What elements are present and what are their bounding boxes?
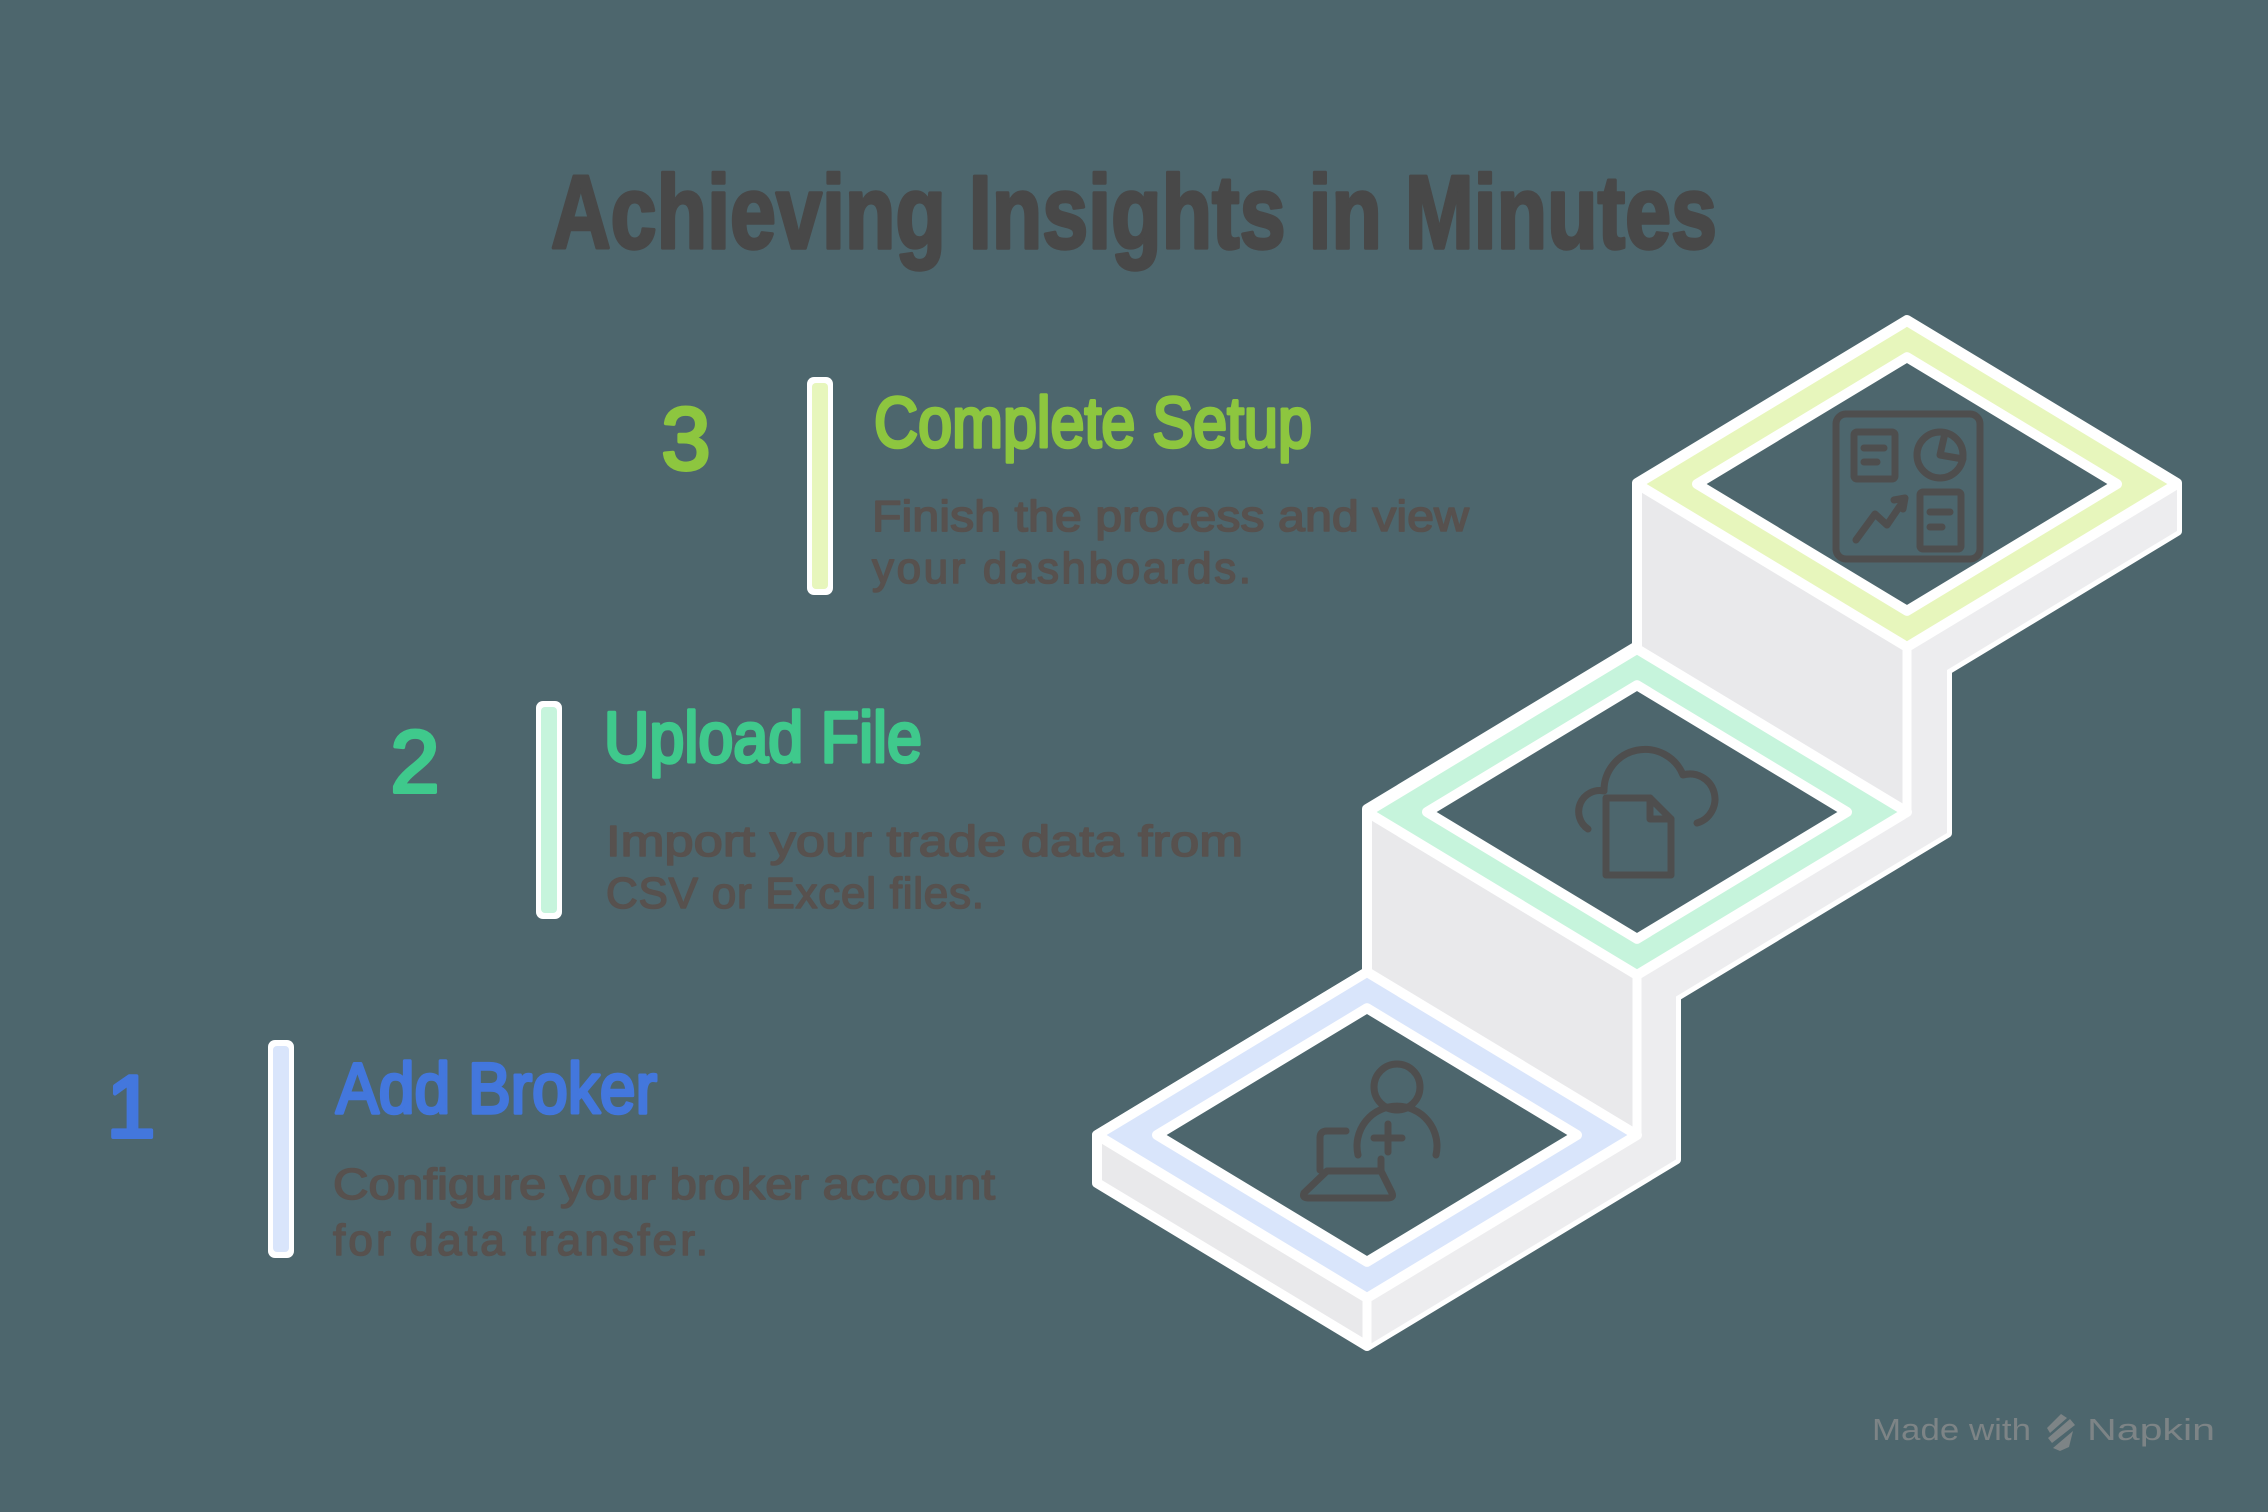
svg-text:Import your trade data from: Import your trade data from [606, 817, 1243, 866]
svg-text:Achieving Insights in Minutes: Achieving Insights in Minutes [551, 155, 1717, 271]
svg-text:Complete Setup: Complete Setup [874, 384, 1312, 463]
svg-text:Napkin: Napkin [2087, 1412, 2215, 1447]
svg-text:1: 1 [107, 1057, 156, 1156]
svg-text:your dashboards.: your dashboards. [872, 544, 1251, 593]
svg-text:3: 3 [662, 389, 711, 488]
svg-text:Add Broker: Add Broker [336, 1050, 657, 1129]
svg-text:2: 2 [391, 712, 440, 811]
svg-text:Upload File: Upload File [604, 699, 922, 778]
svg-text:CSV or Excel files.: CSV or Excel files. [606, 869, 984, 918]
svg-text:Made with: Made with [1872, 1412, 2031, 1447]
svg-text:Configure your broker account: Configure your broker account [333, 1160, 995, 1209]
svg-text:Finish the process and view: Finish the process and view [872, 492, 1469, 541]
